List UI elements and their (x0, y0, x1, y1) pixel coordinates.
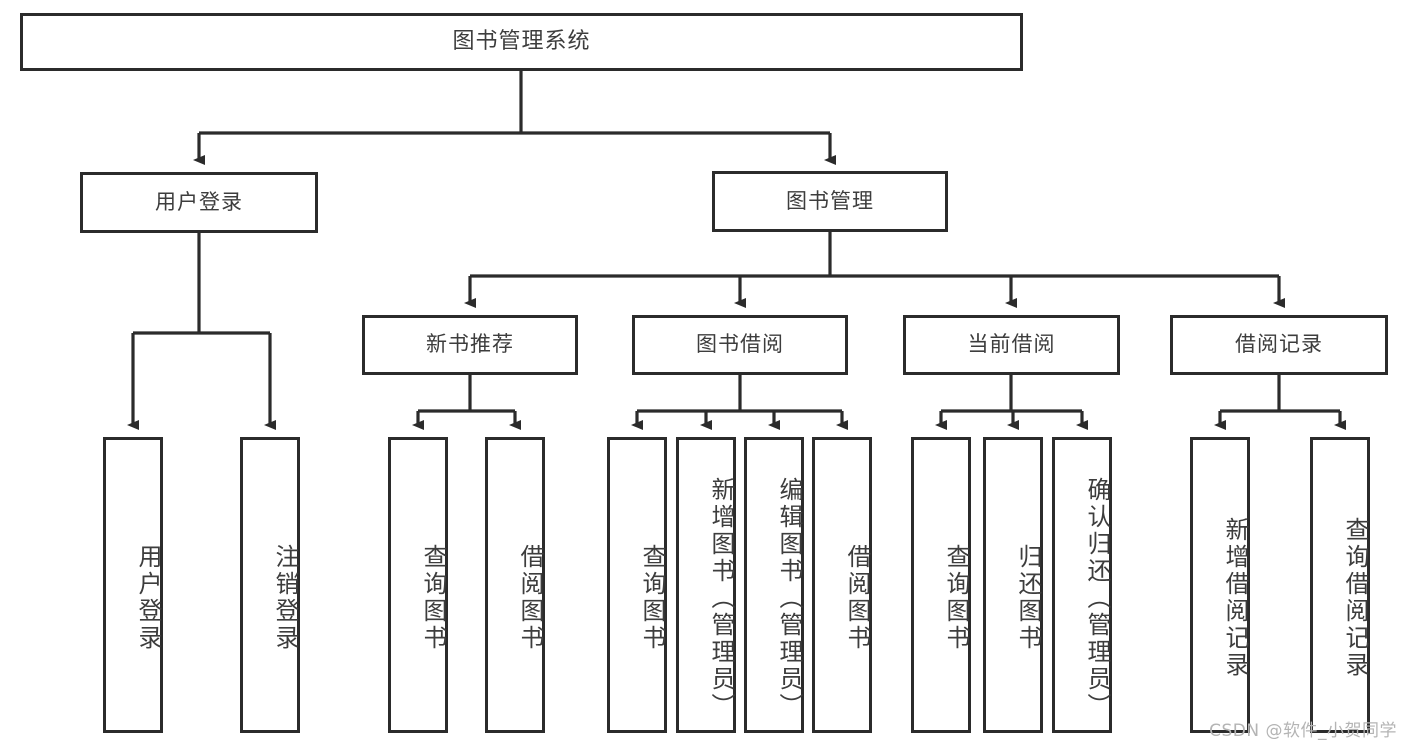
root-node[interactable]: 图书管理系统 (20, 13, 1023, 71)
leaf-node-12[interactable]: 查询借阅记录 (1310, 437, 1370, 733)
node-label: 归还图书 (1014, 544, 1042, 652)
leaf-node-5[interactable]: 新增图书（管理员） (676, 437, 736, 733)
leaf-node-7[interactable]: 借阅图书 (812, 437, 872, 733)
leaf-node-3[interactable]: 借阅图书 (485, 437, 545, 733)
leaf-node-1[interactable]: 注销登录 (240, 437, 300, 733)
leaf-node-6[interactable]: 编辑图书（管理员） (744, 437, 804, 733)
level3-node-3[interactable]: 借阅记录 (1170, 315, 1388, 375)
watermark: CSDN @软件_小贺同学 (1209, 721, 1397, 741)
level3-node-1[interactable]: 图书借阅 (632, 315, 848, 375)
node-label: 新增图书（管理员） (707, 476, 735, 720)
level3-node-0[interactable]: 新书推荐 (362, 315, 578, 375)
node-label: 用户登录 (134, 544, 162, 652)
node-label: 借阅图书 (516, 544, 544, 652)
node-label: 确认归还（管理员） (1083, 476, 1111, 720)
node-label: 查询借阅记录 (1341, 517, 1369, 679)
node-label: 借阅图书 (843, 544, 871, 652)
leaf-node-10[interactable]: 确认归还（管理员） (1052, 437, 1112, 733)
leaf-node-0[interactable]: 用户登录 (103, 437, 163, 733)
node-label: 查询图书 (942, 544, 970, 652)
leaf-node-9[interactable]: 归还图书 (983, 437, 1043, 733)
node-label: 编辑图书（管理员） (775, 476, 803, 720)
node-label: 新增借阅记录 (1221, 517, 1249, 679)
level2-node-1[interactable]: 图书管理 (712, 171, 948, 232)
leaf-node-11[interactable]: 新增借阅记录 (1190, 437, 1250, 733)
leaf-node-8[interactable]: 查询图书 (911, 437, 971, 733)
level2-node-0[interactable]: 用户登录 (80, 172, 318, 233)
leaf-node-2[interactable]: 查询图书 (388, 437, 448, 733)
level3-node-2[interactable]: 当前借阅 (903, 315, 1120, 375)
node-label: 查询图书 (419, 544, 447, 652)
node-label: 注销登录 (271, 544, 299, 652)
node-label: 查询图书 (638, 544, 666, 652)
leaf-node-4[interactable]: 查询图书 (607, 437, 667, 733)
